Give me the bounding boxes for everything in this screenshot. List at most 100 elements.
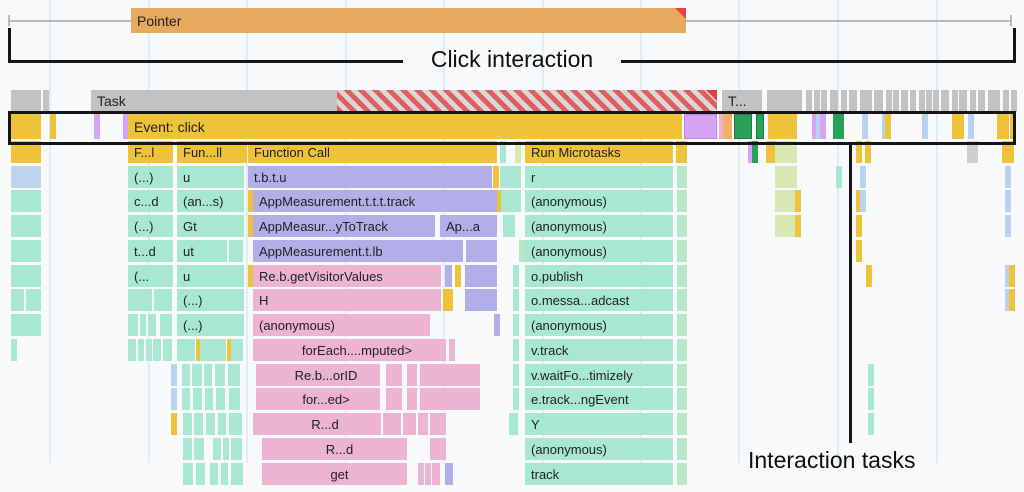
bar-anonymous[interactable]: (anonymous)	[525, 240, 673, 262]
flame-sliver[interactable]	[171, 388, 177, 410]
flame-sliver[interactable]	[970, 90, 976, 112]
flame-sliver[interactable]	[196, 463, 205, 485]
flame-sliver[interactable]	[204, 364, 212, 386]
flame-sliver[interactable]	[455, 265, 461, 287]
flame-sliver[interactable]	[836, 166, 842, 188]
flame-sliver[interactable]	[11, 141, 41, 163]
flame-sliver[interactable]	[231, 463, 243, 485]
flame-sliver[interactable]	[860, 190, 866, 212]
flame-sliver[interactable]	[443, 289, 449, 311]
flame-sliver[interactable]	[719, 114, 725, 139]
flame-sliver[interactable]	[425, 463, 431, 485]
flame-sliver[interactable]	[958, 114, 964, 139]
flame-sliver[interactable]	[1003, 114, 1009, 139]
flame-sliver[interactable]	[726, 114, 732, 139]
flame-sliver[interactable]	[513, 314, 519, 336]
flame-sliver[interactable]	[266, 388, 272, 410]
flame-sliver[interactable]	[681, 438, 687, 460]
bar-pointer[interactable]: Pointer	[131, 8, 686, 33]
flame-sliver[interactable]	[833, 114, 839, 139]
flame-sliver[interactable]	[194, 438, 204, 460]
flame-sliver[interactable]	[256, 364, 262, 386]
flame-sliver[interactable]	[11, 166, 41, 188]
flame-sliver[interactable]	[501, 190, 521, 212]
bar-track[interactable]: track	[525, 463, 673, 485]
flame-sliver[interactable]	[681, 166, 687, 188]
flame-sliver[interactable]	[681, 339, 687, 361]
flame-sliver[interactable]	[264, 413, 270, 435]
bar-y[interactable]: Y	[525, 413, 673, 435]
flame-sliver[interactable]	[266, 364, 272, 386]
flame-sliver[interactable]	[26, 289, 41, 311]
flame-sliver[interactable]	[681, 215, 687, 237]
flame-sliver[interactable]	[146, 339, 152, 361]
flame-sliver[interactable]	[447, 289, 453, 311]
flame-sliver[interactable]	[997, 114, 1003, 139]
flame-sliver[interactable]	[153, 339, 161, 361]
flame-sliver[interactable]	[865, 141, 871, 163]
flame-sliver[interactable]	[821, 90, 827, 112]
bar-v-waitfo-timizely[interactable]: v.waitFo...timizely	[525, 364, 673, 386]
flame-sliver[interactable]	[868, 388, 874, 410]
flame-sliver[interactable]	[182, 388, 190, 410]
flame-sliver[interactable]	[795, 190, 801, 212]
flame-sliver[interactable]	[418, 463, 424, 485]
flame-sliver[interactable]	[210, 463, 218, 485]
bar-appmeasurement-t-t-t-track[interactable]: AppMeasurement.t.t.t.track	[253, 190, 497, 212]
flame-sliver[interactable]	[227, 339, 233, 361]
flame-sliver[interactable]	[11, 265, 41, 287]
flame-sliver[interactable]	[123, 114, 129, 139]
flame-sliver[interactable]	[684, 114, 717, 139]
flame-sliver[interactable]	[775, 215, 795, 237]
flame-sliver[interactable]	[874, 90, 883, 112]
flame-sliver[interactable]	[420, 364, 480, 386]
flame-sliver[interactable]	[497, 190, 503, 212]
flame-sliver[interactable]	[967, 141, 973, 163]
flame-sliver[interactable]	[248, 190, 254, 212]
flame-sliver[interactable]	[194, 413, 203, 435]
flame-sliver[interactable]	[856, 141, 862, 163]
flame-sliver[interactable]	[681, 388, 687, 410]
flame-sliver[interactable]	[677, 190, 683, 212]
flame-sliver[interactable]	[223, 438, 229, 460]
flame-sliver[interactable]	[814, 90, 820, 112]
flame-sliver[interactable]	[768, 114, 797, 139]
flame-sliver[interactable]	[193, 388, 202, 410]
flame-sliver[interactable]	[432, 463, 440, 485]
flame-sliver[interactable]	[43, 90, 49, 112]
flame-sliver[interactable]	[267, 438, 273, 460]
flame-sliver[interactable]	[163, 339, 172, 361]
flame-sliver[interactable]	[261, 364, 267, 386]
flame-sliver[interactable]	[513, 339, 519, 361]
flame-sliver[interactable]	[229, 413, 242, 435]
bar-re-b-orid[interactable]: Re.b...orID	[272, 364, 380, 386]
flame-sliver[interactable]	[465, 265, 497, 287]
flame-sliver[interactable]	[231, 339, 243, 361]
flame-sliver[interactable]	[11, 90, 41, 112]
bar-ap-a[interactable]: Ap...a	[440, 215, 497, 237]
flame-sliver[interactable]	[972, 141, 978, 163]
flame-sliver[interactable]	[513, 388, 519, 410]
bar-[interactable]: (...	[128, 265, 173, 287]
flame-sliver[interactable]	[862, 114, 868, 139]
flame-sliver[interactable]	[258, 413, 264, 435]
flame-sliver[interactable]	[677, 215, 683, 237]
flame-sliver[interactable]	[262, 438, 268, 460]
flame-sliver[interactable]	[681, 413, 687, 435]
flame-sliver[interactable]	[926, 90, 932, 112]
bar-t[interactable]: T...	[722, 90, 762, 112]
bar-[interactable]: (...)	[177, 289, 244, 311]
flame-sliver[interactable]	[795, 215, 801, 237]
bar-v-track[interactable]: v.track	[525, 339, 673, 361]
bar-o-messa-adcast[interactable]: o.messa...adcast	[525, 289, 673, 311]
flame-sliver[interactable]	[154, 289, 172, 311]
flame-sliver[interactable]	[500, 166, 521, 188]
flame-sliver[interactable]	[676, 141, 682, 163]
flame-sliver[interactable]	[1002, 141, 1008, 163]
flame-sliver[interactable]	[218, 413, 226, 435]
flame-sliver[interactable]	[258, 339, 264, 361]
flame-sliver[interactable]	[866, 265, 872, 287]
flame-sliver[interactable]	[681, 240, 687, 262]
flame-sliver[interactable]	[849, 90, 857, 112]
flame-sliver[interactable]	[677, 166, 683, 188]
